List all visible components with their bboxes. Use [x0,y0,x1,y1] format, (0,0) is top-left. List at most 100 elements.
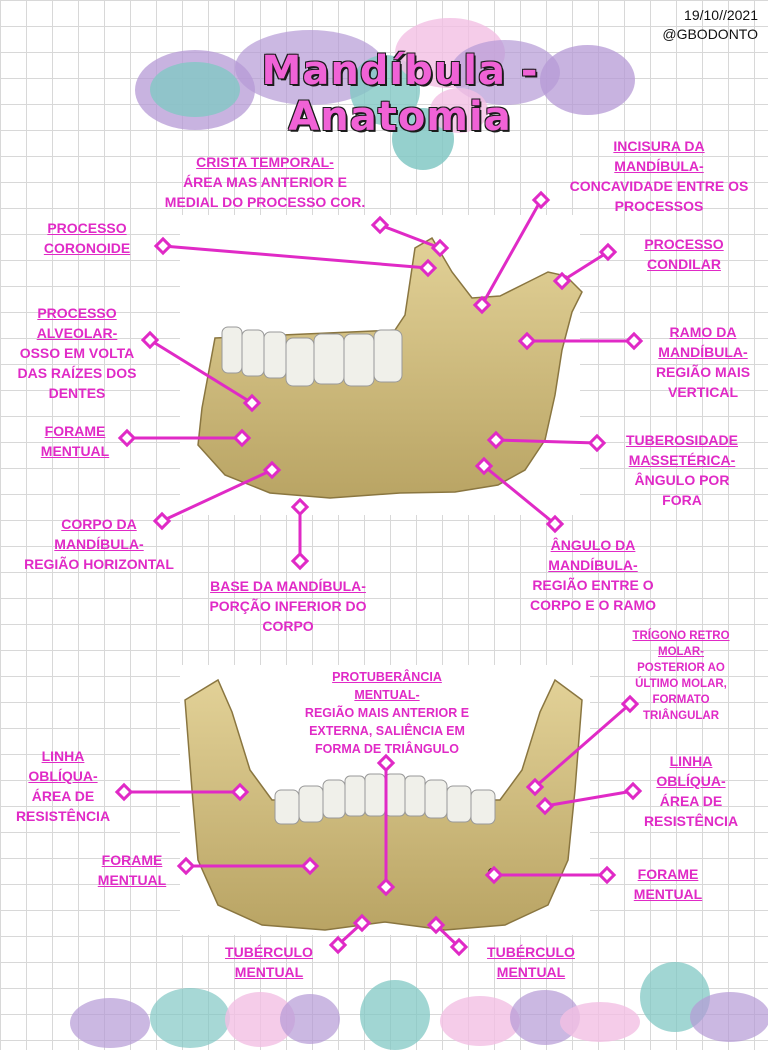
label-heading: ÂNGULO DA [550,537,636,553]
label-heading: FORAME [637,866,699,882]
label-heading: MOLAR- [658,646,704,658]
label-heading: RAMO DA [669,324,737,340]
label-heading: MENTUAL [633,886,703,902]
label-heading: MENTUAL [496,964,566,980]
pointer-line [152,460,282,531]
label-desc: TRIÂNGULAR [642,710,720,722]
label-desc: REGIÃO ENTRE O [532,577,654,593]
frontal-teeth [274,773,496,825]
page-title: Mandíbula - Anatomia [261,48,539,140]
label-heading: ALVEOLAR- [36,325,118,341]
label-desc: CONCAVIDADE ENTRE OS [569,178,749,194]
label-heading: OBLÍQUA- [656,773,726,789]
label-heading: OBLÍQUA- [28,768,98,784]
label-heading: FORAME [101,852,163,868]
pointer-line [486,430,607,453]
label-heading: PROTUBERÂNCIA [332,670,442,684]
pointer-line [535,781,643,816]
label-desc: CORPO [262,618,314,634]
pointer-line [517,331,644,351]
label-tuberculo-right: TUBÉRCULO MENTUAL [468,942,594,982]
pointer-line [426,915,469,957]
label-heading: PROCESSO [37,305,117,321]
blob-purple [540,45,635,115]
label-desc: POSTERIOR AO [637,662,725,674]
label-desc: REGIÃO HORIZONTAL [24,556,174,572]
pointer-line [153,236,438,278]
label-corpo: CORPO DA MANDÍBULA- REGIÃO HORIZONTAL [2,514,196,574]
label-heading: TUBEROSIDADE [625,432,738,448]
label-heading: MASSETÉRICA- [628,452,736,468]
label-desc: ÁREA DE [31,788,95,804]
label-desc: ÂNGULO POR [634,472,730,488]
pointer-line [290,497,310,571]
label-heading: MANDÍBULA- [614,158,704,174]
label-desc: REGIÃO MAIS ANTERIOR E [304,706,470,720]
label-heading: BASE DA MANDÍBULA- [210,578,366,594]
lateral-teeth [221,326,403,387]
pointer-line [328,913,372,955]
label-desc: RESISTÊNCIA [15,808,111,824]
label-heading: MENTUAL [234,964,304,980]
label-ramo: RAMO DA MANDÍBULA- REGIÃO MAIS VERTICAL [642,322,764,402]
pointer-line [376,753,396,897]
label-desc: ÚLTIMO MOLAR, [635,678,727,690]
blob-pink [430,88,488,133]
label-desc: FORMATO [652,694,710,706]
label-heading: MANDÍBULA- [658,344,748,360]
label-desc: MEDIAL DO PROCESSO COR. [164,194,366,210]
label-heading: FORAME [44,423,106,439]
label-heading: MANDÍBULA- [54,536,144,552]
date-text: 19/10//2021 [684,7,758,23]
label-forame-mentual-lateral: FORAME MENTUAL [22,421,128,461]
label-desc: VERTICAL [668,384,738,400]
label-incisura: INCISURA DA MANDÍBULA- CONCAVIDADE ENTRE… [552,136,766,216]
label-processo-alveolar: PROCESSO ALVEOLAR- OSSO EM VOLTA DAS RAÍ… [2,303,152,403]
label-angulo: ÂNGULO DA MANDÍBULA- REGIÃO ENTRE O CORP… [508,535,678,615]
label-heading: PROCESSO [644,236,724,252]
label-heading: CORPO DA [61,516,137,532]
mandible-illustrations [114,190,644,957]
pointer-line [140,330,262,413]
label-heading: LINHA [669,753,713,769]
label-heading: MENTUAL [97,872,167,888]
pointer-line [117,428,252,448]
label-desc: ÁREA MAS ANTERIOR E [183,174,347,190]
label-desc: RESISTÊNCIA [643,813,739,829]
label-desc: OSSO EM VOLTA [19,345,135,361]
label-desc: ÁREA DE [659,793,723,809]
label-linha-obliqua-right: LINHA OBLÍQUA- ÁREA DE RESISTÊNCIA [630,751,752,831]
connector-lines [114,190,644,957]
label-heading: CRISTA TEMPORAL- [196,154,334,170]
label-heading: CORONOIDE [43,240,131,256]
label-tuberosidade: TUBEROSIDADE MASSETÉRICA- ÂNGULO POR FOR… [608,430,756,510]
label-desc: CORPO E O RAMO [529,597,656,613]
label-heading: MENTUAL [40,443,110,459]
label-heading: INCISURA DA [613,138,705,154]
pointer-line [472,190,551,315]
handle-text: @GBODONTO [662,26,758,42]
label-heading: CONDILAR [647,256,721,272]
label-desc: EXTERNA, SALIÊNCIA EM [309,724,465,738]
label-heading: MANDÍBULA- [548,557,638,573]
label-desc: DENTES [48,385,106,401]
label-heading: TUBÉRCULO [487,944,575,960]
pointer-line [114,782,250,802]
label-processo-coronoide: PROCESSO CORONOIDE [28,218,146,258]
label-forame-mentual-front-left: FORAME MENTUAL [82,850,182,890]
label-trigono: TRÍGONO RETRO MOLAR- POSTERIOR AO ÚLTIMO… [614,628,748,724]
pointer-line [474,456,565,534]
label-base: BASE DA MANDÍBULA- PORÇÃO INFERIOR DO CO… [188,576,388,636]
label-desc: FORMA DE TRIÂNGULO [315,742,459,756]
label-desc: PORÇÃO INFERIOR DO [209,598,367,614]
lateral-mandible [180,215,583,515]
label-desc: PROCESSOS [614,198,704,214]
pointer-line [484,865,617,885]
label-crista-temporal: CRISTA TEMPORAL- ÁREA MAS ANTERIOR E MED… [130,152,400,212]
label-heading: PROCESSO [47,220,127,236]
blob-teal [150,62,240,117]
label-heading: MENTUAL- [354,688,420,702]
label-tuberculo-left: TUBÉRCULO MENTUAL [206,942,332,982]
label-forame-mentual-front-right: FORAME MENTUAL [618,864,718,904]
pointer-line [552,242,618,291]
